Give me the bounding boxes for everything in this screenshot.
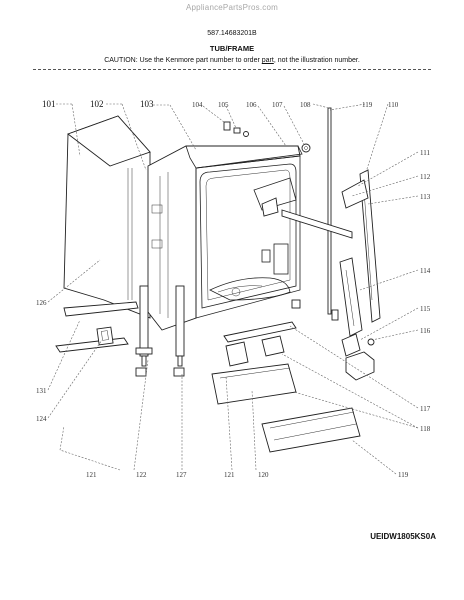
- callout-131: 131: [36, 387, 47, 395]
- callout-112: 112: [420, 173, 431, 181]
- callout-115: 115: [420, 305, 431, 313]
- part-nut: [301, 143, 311, 153]
- callout-102: 102: [90, 99, 104, 109]
- callout-101: 101: [42, 99, 56, 109]
- caution-prefix: CAUTION: Use the Kenmore part number to …: [104, 57, 262, 64]
- part-kick-plate: [211, 363, 297, 405]
- caution-text: CAUTION: Use the Kenmore part number to …: [0, 57, 464, 64]
- callout-116: 116: [420, 327, 431, 335]
- callout-122: 122: [136, 471, 147, 479]
- callout-119-top: 119: [362, 101, 373, 109]
- callout-105: 105: [218, 101, 229, 109]
- callout-111: 111: [420, 149, 430, 157]
- part-left-channel: [55, 301, 139, 353]
- part-toe-panel: [261, 407, 361, 453]
- model-number: 587.14683201B: [207, 30, 257, 37]
- callout-107: 107: [272, 101, 283, 109]
- part-clips: [223, 121, 249, 137]
- part-bottom-rails: [223, 321, 297, 367]
- part-tub: [147, 145, 303, 331]
- callout-120: 120: [258, 471, 269, 479]
- leader-lines: [47, 103, 419, 475]
- part-side-strip: [359, 169, 381, 323]
- callout-104: 104: [192, 101, 203, 109]
- callout-108: 108: [300, 101, 311, 109]
- callout-118: 118: [420, 425, 431, 433]
- callout-113: 113: [420, 193, 431, 201]
- callout-117: 117: [420, 405, 431, 413]
- diagram-code: UEIDW1805KS0A: [370, 532, 436, 541]
- divider: [33, 69, 431, 70]
- callout-127: 127: [176, 471, 187, 479]
- part-latch: [341, 333, 375, 381]
- callout-119-bottom: 119: [398, 471, 409, 479]
- callout-126: 126: [36, 299, 47, 307]
- callout-103: 103: [140, 99, 154, 109]
- part-right-panel: [339, 257, 363, 337]
- callout-114: 114: [420, 267, 431, 275]
- section-title: TUB/FRAME: [209, 44, 255, 53]
- callout-106: 106: [246, 101, 257, 109]
- part-rod: [327, 107, 332, 315]
- part-brace: [261, 179, 369, 239]
- watermark: AppliancePartsPros.com: [186, 3, 278, 12]
- part-insulation-blanket: [63, 115, 151, 319]
- part-feet: [135, 285, 339, 377]
- callout-110: 110: [388, 101, 399, 109]
- callout-124: 124: [36, 415, 47, 423]
- callout-121-left: 121: [86, 471, 97, 479]
- caution-suffix: , not the illustration number.: [273, 57, 360, 64]
- caution-part-link[interactable]: part: [261, 57, 274, 64]
- callout-121-right: 121: [224, 471, 235, 479]
